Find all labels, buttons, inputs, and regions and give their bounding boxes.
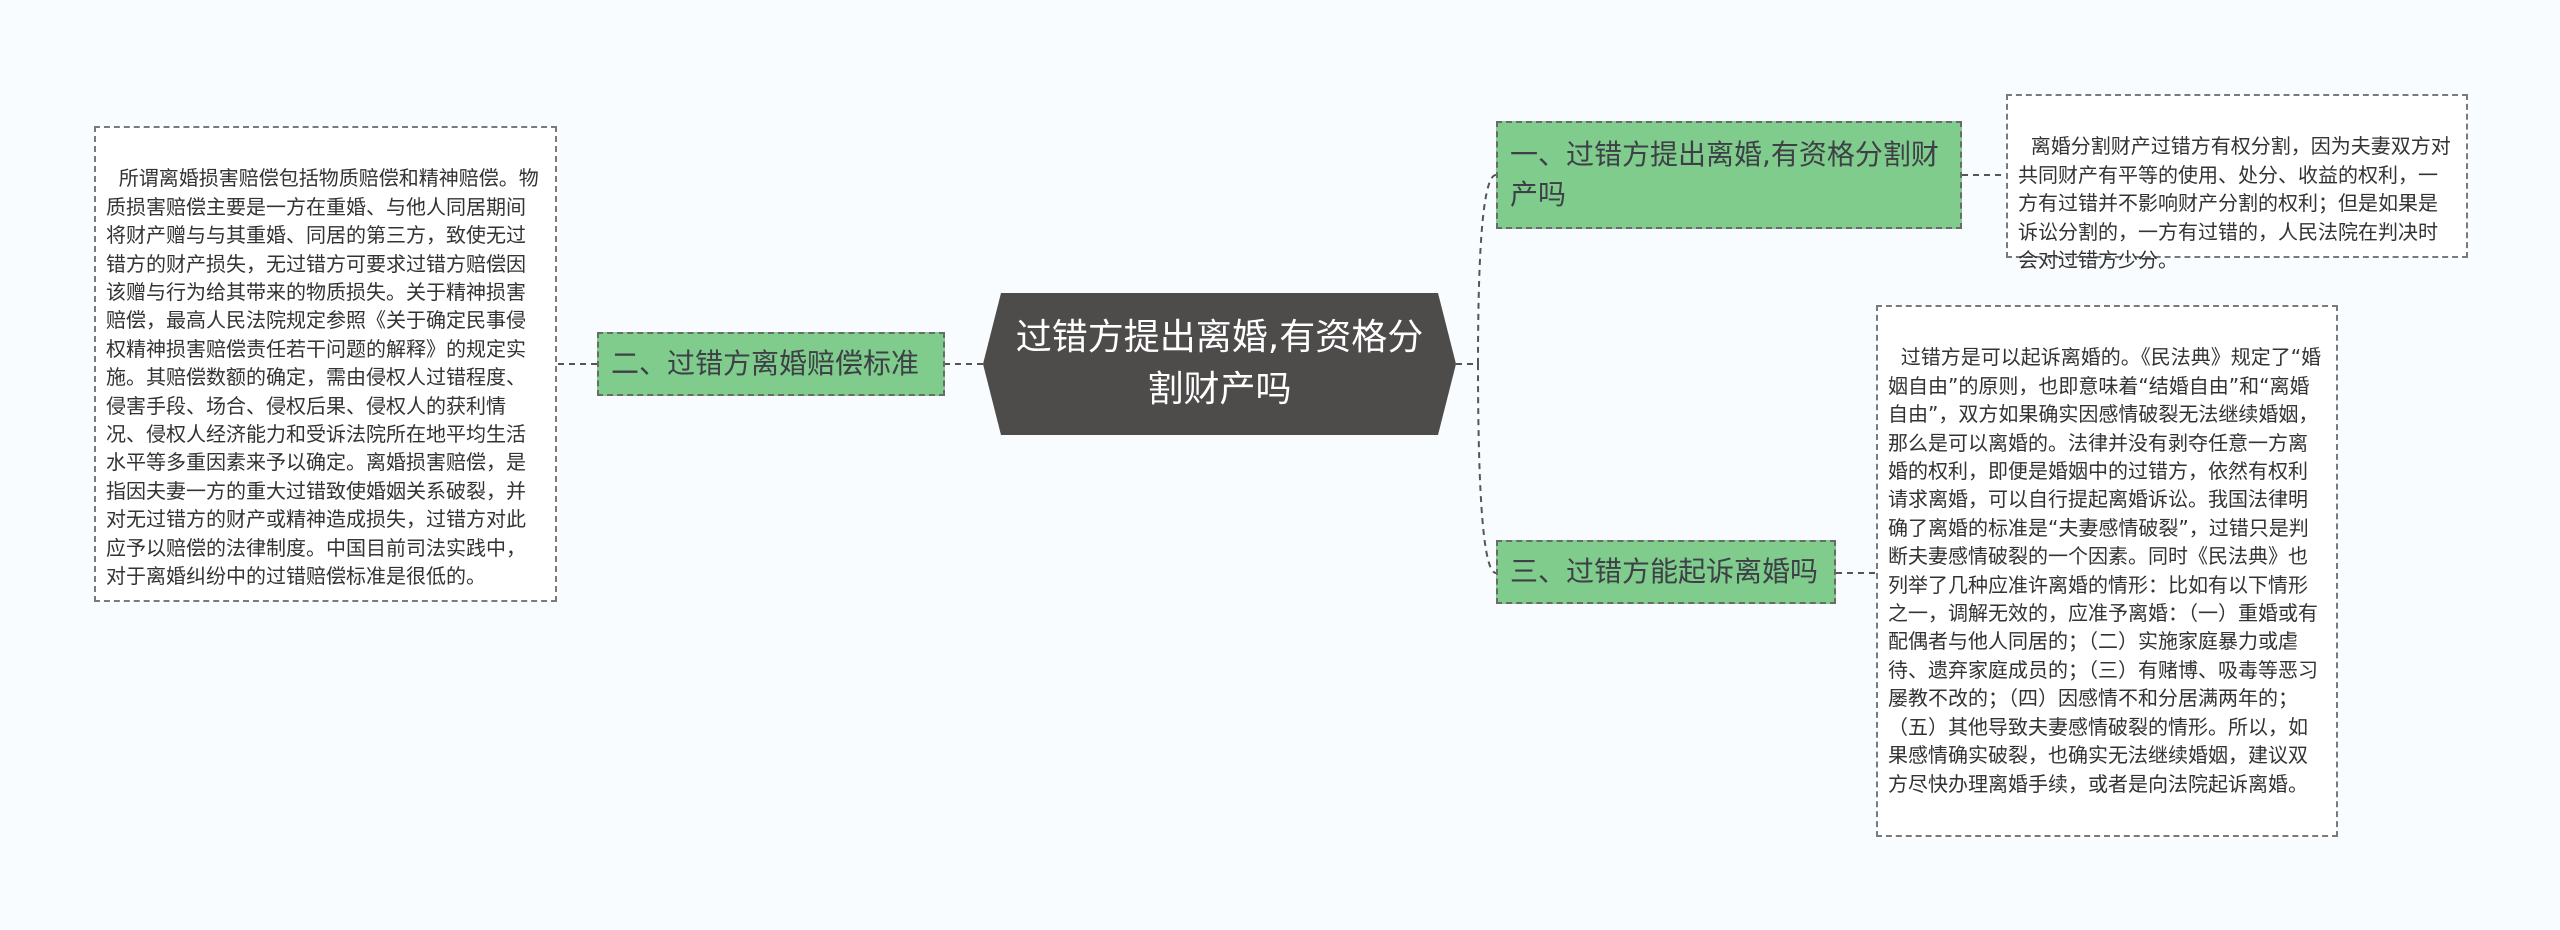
branch-1[interactable]: 一、过错方提出离婚,有资格分割财产吗	[1496, 121, 1962, 229]
branch-2[interactable]: 二、过错方离婚赔偿标准	[597, 332, 945, 396]
branch-2-label: 二、过错方离婚赔偿标准	[611, 347, 920, 380]
branch-1-detail-text: 离婚分割财产过错方有权分割，因为夫妻双方对共同财产有平等的使用、处分、收益的权利…	[2018, 134, 2451, 273]
branch-2-detail[interactable]: 所谓离婚损害赔偿包括物质赔偿和精神赔偿。物质损害赔偿主要是一方在重婚、与他人同居…	[94, 126, 557, 602]
branch-3-detail[interactable]: 过错方是可以起诉离婚的。《民法典》规定了“婚姻自由”的原则，也即意味着“结婚自由…	[1876, 305, 2338, 837]
root-topic-label: 过错方提出离婚,有资格分割财产吗	[1015, 317, 1424, 410]
branch-3[interactable]: 三、过错方能起诉离婚吗	[1496, 540, 1836, 604]
branch-2-detail-text: 所谓离婚损害赔偿包括物质赔偿和精神赔偿。物质损害赔偿主要是一方在重婚、与他人同居…	[106, 166, 539, 589]
root-topic[interactable]: 过错方提出离婚,有资格分割财产吗	[983, 293, 1456, 435]
branch-1-detail[interactable]: 离婚分割财产过错方有权分割，因为夫妻双方对共同财产有平等的使用、处分、收益的权利…	[2006, 94, 2468, 272]
connector-root-right	[1456, 174, 1497, 574]
root-shape	[983, 293, 1456, 435]
branch-1-label: 一、过错方提出离婚,有资格分割财产吗	[1510, 138, 1939, 211]
branch-3-label: 三、过错方能起诉离婚吗	[1510, 555, 1819, 588]
branch-3-detail-text: 过错方是可以起诉离婚的。《民法典》规定了“婚姻自由”的原则，也即意味着“结婚自由…	[1888, 345, 2322, 796]
